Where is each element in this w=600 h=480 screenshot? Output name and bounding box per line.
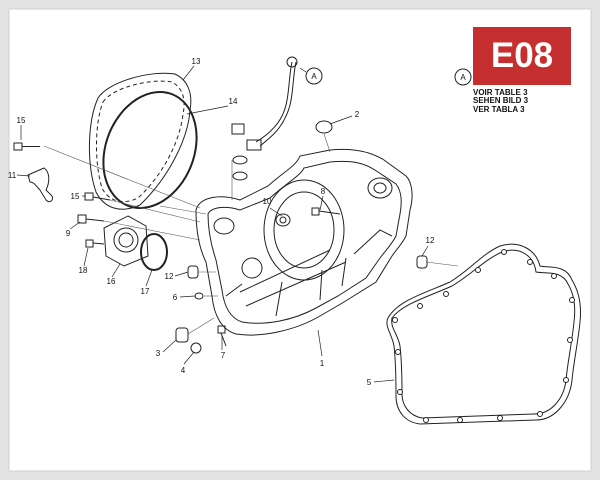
nut-4	[190, 342, 202, 354]
callout-4: 4	[181, 366, 186, 375]
callout-2: 2	[355, 110, 360, 119]
plug-10	[275, 213, 291, 227]
reference-line-de: SEHEN BILD 3	[473, 96, 529, 106]
callout-1: 1	[320, 359, 325, 368]
flange-16	[103, 215, 149, 267]
callout-11: 11	[8, 171, 17, 180]
callout-12-right: 12	[426, 236, 435, 245]
callout-12-left: 12	[165, 272, 174, 281]
oil-pipe	[231, 56, 298, 181]
callout-6: 6	[173, 293, 178, 302]
callout-5: 5	[367, 378, 372, 387]
callout-15-lower: 15	[71, 192, 80, 201]
bolt-15-top	[13, 142, 40, 151]
callout-16: 16	[107, 277, 116, 286]
callout-8: 8	[321, 187, 326, 196]
callout-3: 3	[156, 349, 161, 358]
reference-marker: A	[460, 73, 466, 82]
callout-a: A	[311, 72, 317, 81]
callout-17: 17	[141, 287, 150, 296]
bolt-18	[85, 239, 105, 248]
clutch-cover-13	[89, 72, 192, 210]
callout-13: 13	[192, 57, 201, 66]
callout-10: 10	[263, 197, 272, 206]
engine-cover-1	[195, 148, 413, 336]
callout-9: 9	[66, 229, 71, 238]
reference-note: VOIR TABLE 3 SEHEN BILD 3 VER TABLA 3	[473, 88, 529, 114]
o-ring-14	[102, 90, 198, 210]
reference-line-fr: VOIR TABLE 3	[473, 88, 528, 97]
bolt-7	[217, 325, 227, 347]
reference-line-es: VER TABLA 3	[473, 104, 525, 114]
bushing-3	[175, 327, 189, 343]
callout-7: 7	[221, 351, 226, 360]
section-badge: E08	[473, 27, 571, 85]
callout-a-circle	[305, 67, 323, 85]
section-code: E08	[490, 36, 554, 75]
reference-a-circle	[454, 68, 472, 86]
bolt-15-lower	[84, 192, 111, 201]
o-ring-17	[140, 233, 168, 271]
callout-14: 14	[229, 97, 238, 106]
gasket-5	[386, 243, 581, 425]
bolt-9	[77, 214, 105, 224]
plug-2	[315, 120, 333, 134]
callout-18: 18	[79, 266, 88, 275]
bolt-8	[311, 207, 341, 216]
callout-15-top: 15	[17, 116, 26, 125]
fork-11	[27, 167, 53, 203]
